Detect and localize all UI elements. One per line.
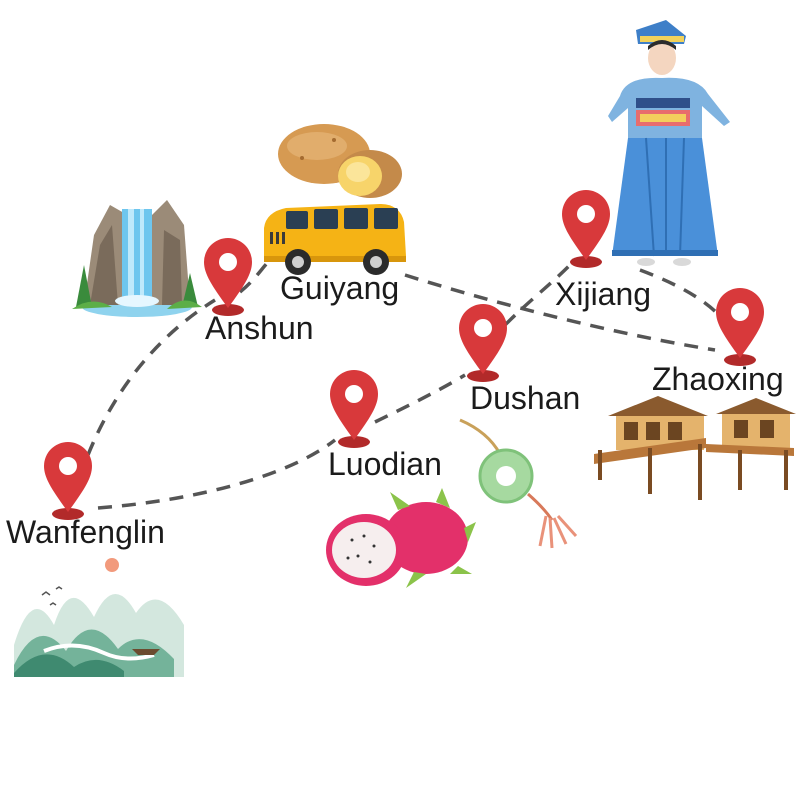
route-dushan-xijiang (503, 263, 572, 327)
miao-woman-illustration (608, 20, 730, 266)
van-illustration (264, 204, 406, 275)
jade-pendant-illustration (459, 418, 578, 549)
wooden-house-illustration (594, 396, 796, 500)
route-luodian-dushan (374, 373, 466, 424)
route-anshun-guiyang (238, 258, 272, 294)
city-label-wanfenglin: Wanfenglin (6, 514, 165, 550)
location-pin-icon[interactable] (40, 442, 96, 522)
location-pin-icon[interactable] (712, 288, 768, 368)
location-pin-icon[interactable] (558, 190, 614, 270)
route-wanfenglin-anshun (86, 298, 216, 456)
route-wanfenglin-luodian (97, 438, 337, 510)
location-pin-icon[interactable] (326, 370, 382, 450)
city-label-anshun: Anshun (205, 310, 314, 346)
city-label-dushan: Dushan (470, 380, 581, 416)
waterfall-illustration (72, 200, 202, 317)
dragon-fruit-illustration (326, 488, 476, 588)
city-label-zhaoxing: Zhaoxing (652, 361, 784, 397)
karst-landscape-illustration (14, 558, 184, 677)
location-pin-icon[interactable] (455, 304, 511, 384)
city-label-xijiang: Xijiang (555, 276, 652, 312)
city-label-luodian: Luodian (328, 446, 442, 482)
city-label-guiyang: Guiyang (280, 270, 400, 306)
location-pin-icon[interactable] (200, 238, 256, 318)
potato-illustration (278, 124, 402, 198)
route-xijiang-zhaoxing (639, 268, 724, 320)
